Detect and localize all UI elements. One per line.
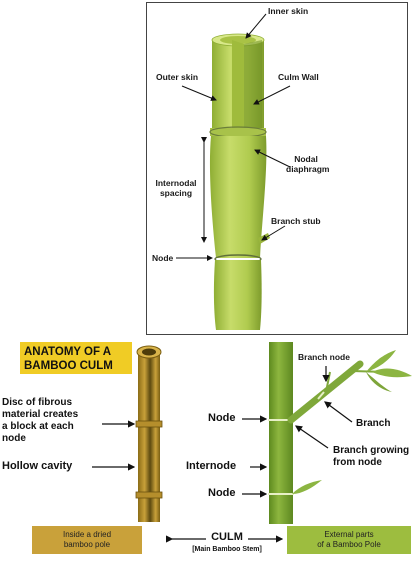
label-culm: CULM	[211, 531, 243, 543]
label-disc-of-fibrous: Disc of fibrous material creates a block…	[2, 397, 110, 445]
label-node-lower: Node	[208, 487, 236, 499]
label-branch-stub: Branch stub	[271, 216, 321, 226]
label-internode: Internode	[186, 460, 237, 472]
bottom-right-arrows	[166, 366, 353, 543]
label-culm-sub: [Main Bamboo Stem]	[192, 546, 262, 553]
label-nodal-diaphragm-line2: diaphragm	[286, 164, 330, 174]
culm-3d	[209, 33, 270, 330]
dried-bamboo-pole	[135, 345, 163, 522]
label-branch: Branch	[356, 418, 391, 429]
branch-growing-line2: from node	[333, 457, 382, 468]
label-nodal-diaphragm: Nodal diaphragm	[286, 154, 330, 174]
label-internodal-line1: Internodal	[155, 178, 197, 188]
disc-line2: material creates	[2, 409, 79, 420]
top-callout-lines	[176, 13, 291, 261]
branch-growing-line1: Branch growing	[333, 445, 410, 456]
label-node-upper: Node	[208, 412, 236, 424]
culm-3d-diagram-frame	[146, 2, 408, 335]
disc-line4: node	[2, 433, 26, 444]
label-outer-skin: Outer skin	[156, 72, 199, 82]
footer-right-line1: External parts	[324, 530, 374, 539]
footer-external-parts: External parts of a Bamboo Pole	[287, 526, 411, 554]
bottom-left-arrows	[92, 420, 136, 471]
anatomy-title-box: ANATOMY OF A BAMBOO CULM	[20, 342, 132, 374]
footer-inside-dried-pole: Inside a dried bamboo pole	[32, 526, 142, 554]
footer-right-line2: of a Bamboo Pole	[317, 540, 381, 549]
label-hollow-cavity: Hollow cavity	[2, 460, 73, 472]
label-nodal-diaphragm-line1: Nodal	[294, 154, 318, 164]
disc-line1: Disc of fibrous	[2, 397, 73, 408]
label-internodal-line2: spacing	[159, 188, 193, 198]
green-bamboo-pole	[268, 342, 412, 524]
label-branch-growing: Branch growing from node	[333, 445, 419, 469]
footer-left-line1: Inside a dried	[62, 530, 112, 539]
label-culm-wall: Culm Wall	[278, 72, 319, 82]
label-branch-node: Branch node	[298, 352, 350, 362]
footer-left-line2: bamboo pole	[63, 540, 111, 549]
anatomy-title-line1: ANATOMY OF A	[24, 346, 112, 358]
label-inner-skin: Inner skin	[268, 6, 309, 16]
anatomy-title-line2: BAMBOO CULM	[24, 360, 113, 372]
label-node-top: Node	[152, 253, 174, 263]
disc-line3: a block at each	[2, 421, 74, 432]
label-internodal-spacing: Internodal spacing	[152, 178, 200, 198]
